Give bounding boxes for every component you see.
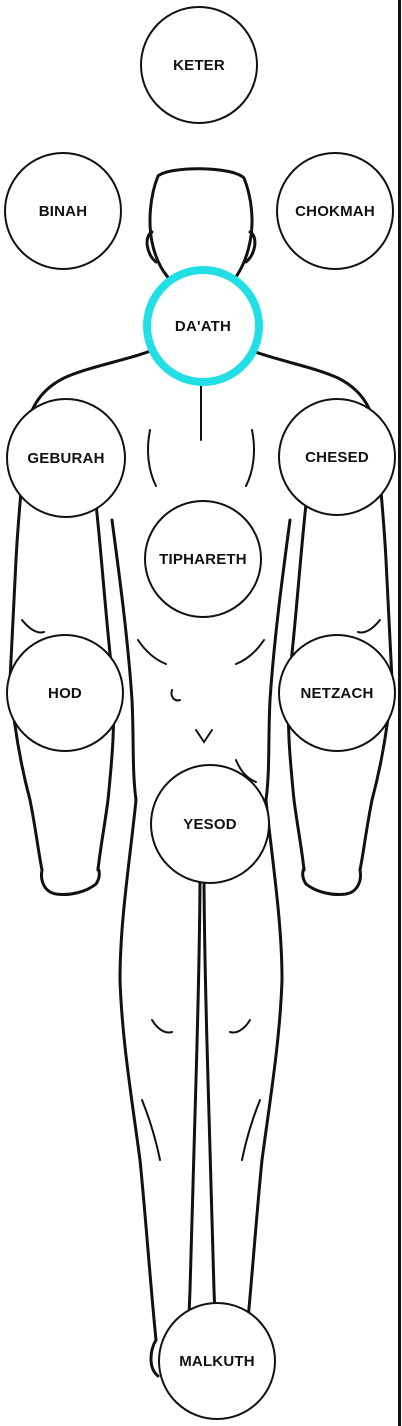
node-chesed-label: CHESED [305, 448, 369, 466]
right-knee-mark [229, 1019, 251, 1034]
node-hod: HOD [6, 634, 124, 752]
left-leg-inner [186, 868, 202, 1342]
right-calf-mark [241, 1099, 261, 1161]
node-malkuth-label: MALKUTH [179, 1352, 255, 1370]
left-leg-outer [118, 798, 158, 1342]
right-hand [301, 866, 362, 896]
node-binah: BINAH [4, 152, 122, 270]
right-elbow-mark [357, 619, 381, 634]
node-yesod: YESOD [150, 764, 270, 884]
torso-right [264, 518, 292, 802]
right-buttock-mark [235, 759, 257, 783]
node-geburah-label: GEBURAH [27, 449, 105, 467]
right-scapula-mark [245, 429, 255, 487]
node-hod-label: HOD [48, 684, 82, 702]
node-keter-label: KETER [173, 56, 225, 74]
left-ear [145, 230, 158, 264]
left-calf-mark [141, 1099, 161, 1161]
frame-right-border [398, 0, 401, 1426]
node-tiphareth: TIPHARETH [144, 500, 262, 618]
left-foot [149, 1338, 160, 1378]
right-leg-outer [244, 798, 284, 1342]
node-chesed: CHESED [278, 398, 396, 516]
torso-left [110, 518, 138, 802]
left-buttock-mark [170, 689, 181, 702]
right-leg-inner [202, 868, 218, 1342]
left-back-mark [137, 639, 167, 665]
node-keter: KETER [140, 6, 258, 124]
node-daath: DA'ATH [143, 266, 263, 386]
node-netzach-label: NETZACH [300, 684, 374, 702]
node-netzach: NETZACH [278, 634, 396, 752]
left-scapula-mark [147, 429, 157, 487]
right-back-mark [235, 639, 265, 665]
left-hand [40, 866, 101, 896]
node-binah-label: BINAH [38, 202, 88, 220]
node-daath-label: DA'ATH [174, 317, 232, 335]
head-outline [148, 167, 254, 286]
lower-back-mark [195, 729, 213, 744]
node-chokmah-label: CHOKMAH [295, 202, 375, 220]
left-elbow-mark [21, 619, 45, 634]
right-ear [244, 230, 257, 264]
node-chokmah: CHOKMAH [276, 152, 394, 270]
left-knee-mark [151, 1019, 173, 1034]
node-tiphareth-label: TIPHARETH [159, 550, 247, 568]
node-yesod-label: YESOD [183, 815, 237, 833]
node-malkuth: MALKUTH [158, 1302, 276, 1420]
node-geburah: GEBURAH [6, 398, 126, 518]
